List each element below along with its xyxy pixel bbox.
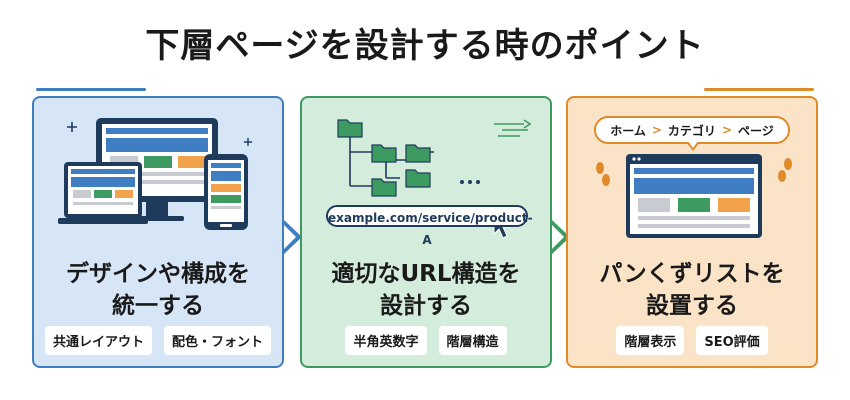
tag: 配色・フォント bbox=[164, 326, 272, 355]
tag-list: 共通レイアウト 配色・フォント bbox=[34, 326, 282, 355]
tag-list: 階層表示 SEO評価 bbox=[568, 326, 816, 355]
breadcrumb: ホーム > カテゴリ > ページ bbox=[594, 116, 790, 144]
decor-line-orange bbox=[704, 88, 814, 91]
tag: 半角英数字 bbox=[345, 326, 427, 355]
card-unify-design: デザインや構成を 統一する 共通レイアウト 配色・フォント bbox=[32, 96, 284, 368]
tag: 共通レイアウト bbox=[44, 326, 152, 355]
tag: SEO評価 bbox=[696, 326, 768, 355]
breadcrumb-item: カテゴリ bbox=[667, 123, 716, 138]
heading-line: 設置する bbox=[646, 293, 738, 319]
breadcrumb-pointer-fill bbox=[688, 141, 698, 148]
breadcrumb-separator: > bbox=[721, 123, 732, 137]
decor-line-blue bbox=[36, 88, 146, 91]
tag: 階層構造 bbox=[438, 326, 507, 355]
page-title: 下層ページを設計する時のポイント bbox=[145, 26, 705, 66]
card-url-structure: example.com/service/product-A 適切なURL構造を … bbox=[300, 96, 552, 368]
card-breadcrumb: ホーム > カテゴリ > ページ パンくずリストを 設置する 階層表示 SEO評… bbox=[566, 96, 818, 368]
card-heading: デザインや構成を 統一する bbox=[34, 258, 282, 322]
heading-line: 統一する bbox=[112, 293, 204, 319]
tag-list: 半角英数字 階層構造 bbox=[302, 326, 550, 355]
browser-footsteps-icon bbox=[596, 154, 792, 238]
chevron-right-icon bbox=[284, 220, 302, 254]
devices-icon bbox=[58, 118, 252, 230]
breadcrumb-item: ページ bbox=[738, 123, 774, 138]
chevron-right-icon bbox=[552, 220, 570, 254]
heading-line: 適切なURL構造を bbox=[331, 261, 521, 287]
card-heading: パンくずリストを 設置する bbox=[568, 258, 816, 322]
heading-line: 設計する bbox=[380, 293, 472, 319]
url-field: example.com/service/product-A bbox=[326, 205, 533, 247]
heading-line: パンくずリストを bbox=[599, 261, 785, 287]
breadcrumb-item: ホーム bbox=[610, 123, 646, 138]
breadcrumb-separator: > bbox=[651, 123, 662, 137]
heading-line: デザインや構成を bbox=[66, 261, 250, 287]
card-heading: 適切なURL構造を 設計する bbox=[302, 258, 550, 322]
tag: 階層表示 bbox=[616, 326, 685, 355]
